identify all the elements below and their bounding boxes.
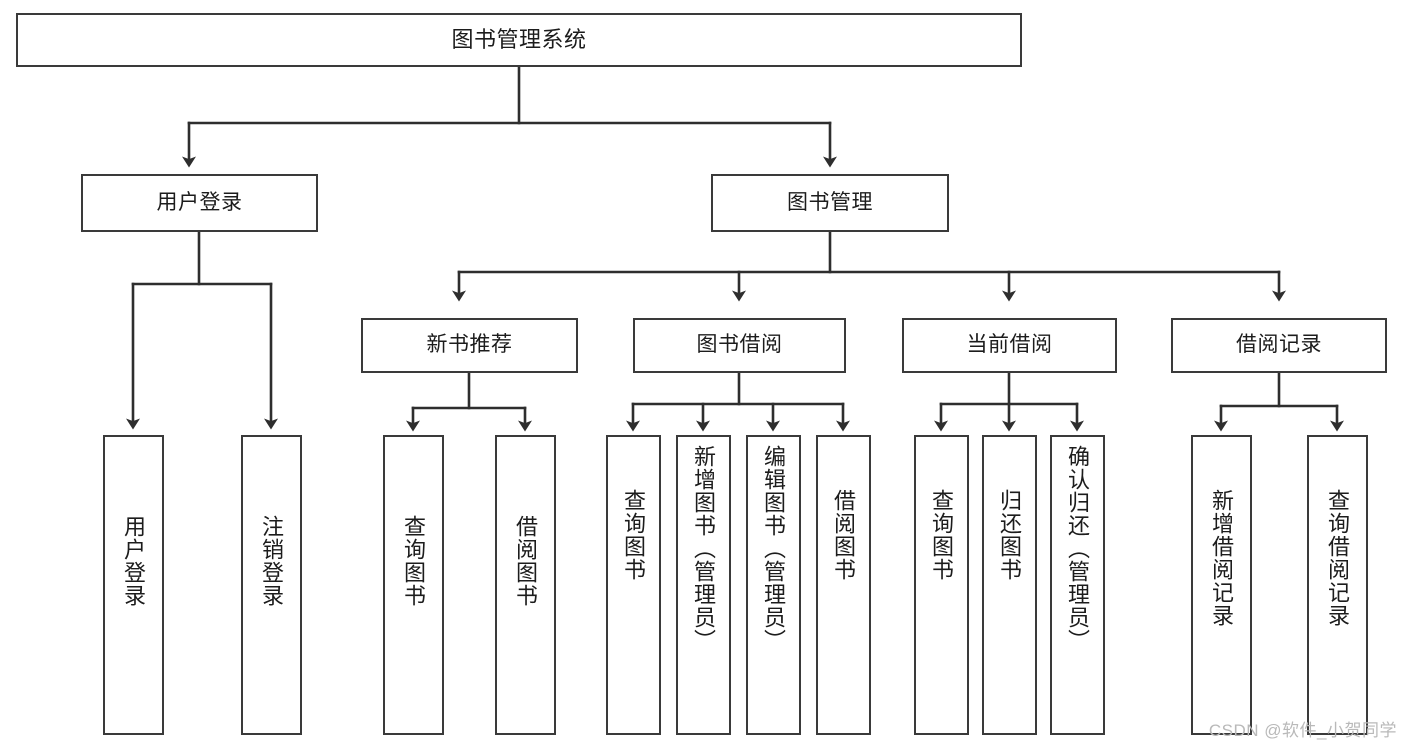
node-label: 用户登录 — [156, 190, 243, 214]
node-label: 用户登录 — [121, 515, 147, 607]
leaf-query-borrow-record[interactable]: 查询借阅记录 — [1307, 435, 1368, 735]
node-label: 查询图书 — [401, 515, 427, 607]
node-new-book-recommend[interactable]: 新书推荐 — [361, 318, 578, 373]
leaf-query-book-borrow[interactable]: 查询图书 — [606, 435, 661, 735]
node-label: 借阅记录 — [1236, 333, 1322, 357]
leaf-edit-book-admin[interactable]: 编辑图书（管理员） — [746, 435, 801, 735]
leaf-borrow-book[interactable]: 借阅图书 — [816, 435, 871, 735]
leaf-add-book-admin[interactable]: 新增图书（管理员） — [676, 435, 731, 735]
leaf-query-book-recommend[interactable]: 查询图书 — [383, 435, 444, 735]
node-label: 图书借阅 — [696, 333, 783, 357]
node-label: 图书管理系统 — [451, 27, 587, 53]
node-book-borrow[interactable]: 图书借阅 — [633, 318, 846, 373]
leaf-confirm-return-admin[interactable]: 确认归还（管理员） — [1050, 435, 1105, 735]
node-label: 编辑图书（管理员） — [761, 445, 787, 652]
node-current-borrow[interactable]: 当前借阅 — [902, 318, 1117, 373]
leaf-add-borrow-record[interactable]: 新增借阅记录 — [1191, 435, 1252, 735]
node-user-login[interactable]: 用户登录 — [81, 174, 318, 232]
node-label: 图书管理 — [787, 190, 873, 214]
node-root-system[interactable]: 图书管理系统 — [16, 13, 1022, 67]
node-label: 新书推荐 — [426, 333, 513, 357]
node-label: 新增借阅记录 — [1209, 489, 1235, 627]
node-label: 确认归还（管理员） — [1065, 445, 1091, 652]
leaf-return-book[interactable]: 归还图书 — [982, 435, 1037, 735]
leaf-user-login[interactable]: 用户登录 — [103, 435, 164, 735]
node-label: 新增图书（管理员） — [691, 445, 717, 652]
node-label: 借阅图书 — [831, 489, 857, 581]
node-label: 归还图书 — [997, 489, 1023, 581]
node-label: 当前借阅 — [966, 333, 1053, 357]
node-label: 借阅图书 — [513, 515, 539, 607]
node-label: 查询图书 — [929, 489, 955, 581]
leaf-query-book-current[interactable]: 查询图书 — [914, 435, 969, 735]
node-label: 注销登录 — [259, 515, 285, 607]
leaf-borrow-book-recommend[interactable]: 借阅图书 — [495, 435, 556, 735]
node-book-management[interactable]: 图书管理 — [711, 174, 949, 232]
node-borrow-record[interactable]: 借阅记录 — [1171, 318, 1387, 373]
node-label: 查询图书 — [621, 489, 647, 581]
watermark-label: CSDN @软件_小贺同学 — [1208, 721, 1397, 740]
node-label: 查询借阅记录 — [1325, 489, 1351, 627]
leaf-logout[interactable]: 注销登录 — [241, 435, 302, 735]
